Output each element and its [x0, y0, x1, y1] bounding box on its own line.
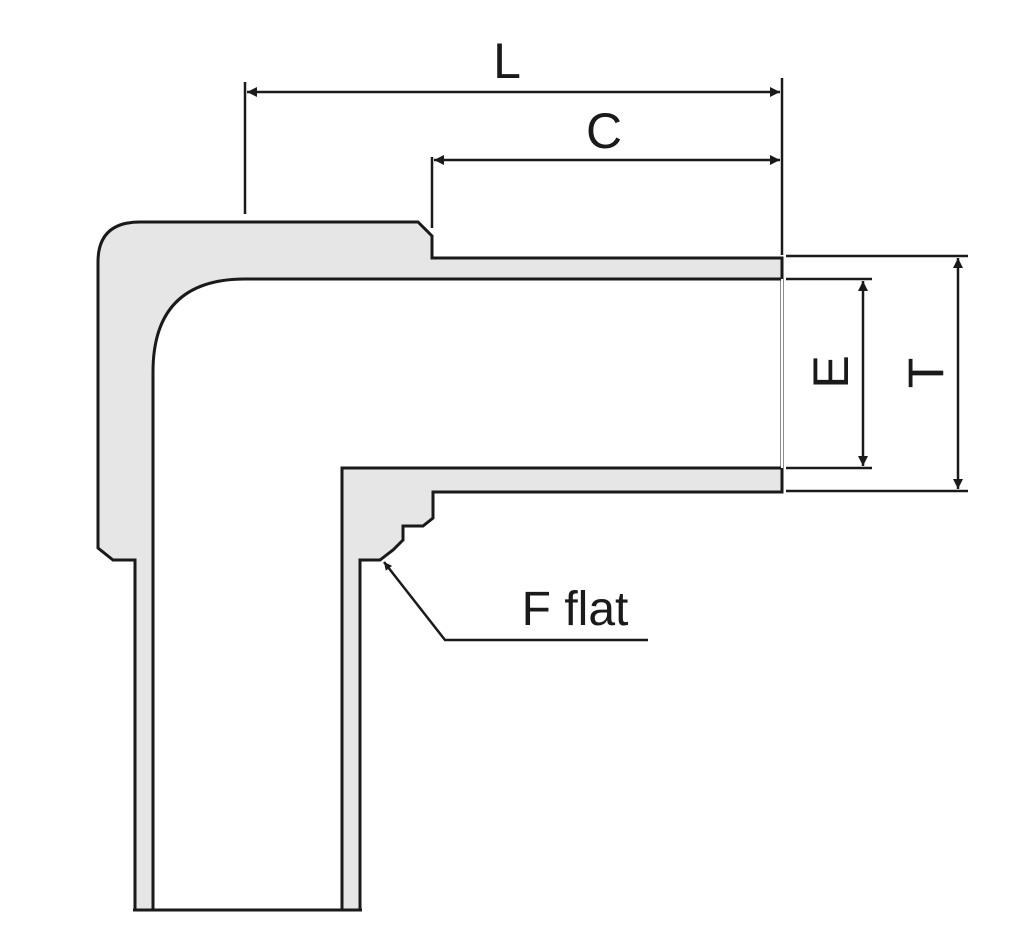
dimension-T-label: T: [898, 358, 954, 389]
f-flat-leader-line: [383, 561, 648, 642]
inner-bore: [151, 277, 784, 912]
dimension-C-label: C: [586, 103, 622, 159]
dimension-E-label: E: [803, 355, 859, 388]
dimension-L-label: L: [493, 33, 521, 89]
f-flat-label: F flat: [522, 583, 629, 636]
